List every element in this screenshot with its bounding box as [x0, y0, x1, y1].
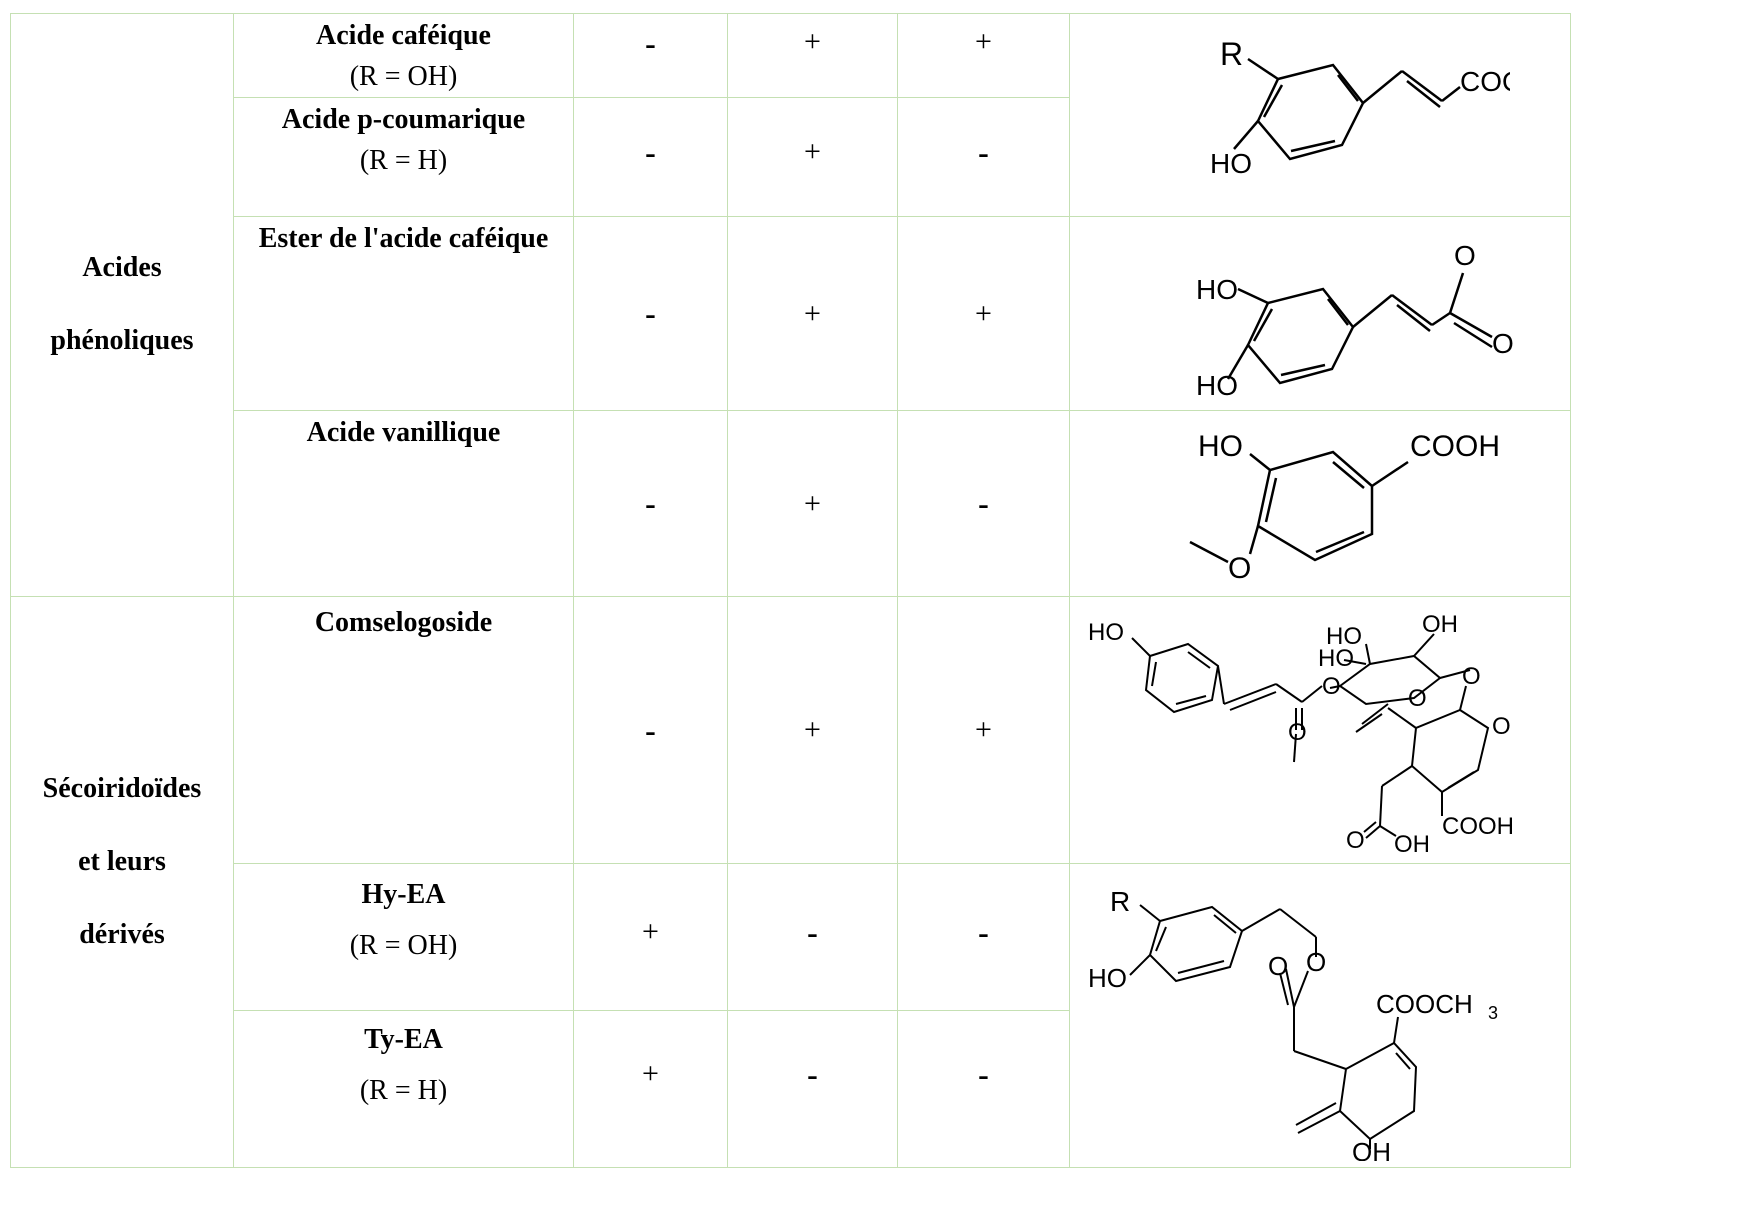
structure-label: O: [1288, 719, 1307, 746]
structure-label: O: [1492, 713, 1511, 740]
value-cell: -: [727, 1010, 898, 1169]
structure-label: HO: [1198, 430, 1243, 463]
structure-cell: HO HO O O: [1069, 216, 1571, 412]
structure-label: OH: [1394, 831, 1430, 858]
category-label: Sécoiridoïdes: [42, 772, 202, 804]
compound-name: Hy-EA: [361, 879, 446, 911]
compound-name-cell: Acide p-coumarique (R = H): [233, 97, 574, 218]
value-cell: -: [573, 216, 728, 412]
value-cell: -: [573, 596, 728, 865]
value-cell: -: [573, 97, 728, 218]
compound-name-cell: Acide caféique (R = OH): [233, 12, 574, 99]
category-label: et leurs: [78, 845, 166, 877]
value-cell: +: [727, 410, 898, 598]
structure-cell: HO HO OH HO O O O O O O OH COOH: [1069, 596, 1571, 865]
value-cell: +: [573, 1010, 728, 1169]
structure-label: HO: [1318, 645, 1354, 672]
compound-name-cell: Ty-EA (R = H): [233, 1010, 574, 1169]
structure-label: O: [1306, 947, 1326, 977]
value-cell: -: [573, 410, 728, 598]
structure-cell: HO COOH O: [1069, 410, 1571, 598]
value-cell: -: [573, 12, 728, 99]
value-cell: +: [897, 216, 1070, 412]
caffeic-acid-structure-icon: R COOH HO: [1210, 36, 1510, 179]
structure-cell: R HO O O COOCH 3 OH: [1069, 863, 1571, 1169]
hy-ty-ea-structure-icon: R HO O O COOCH 3 OH: [1088, 886, 1498, 1161]
table-row: Acides phénoliques Acide caféique (R = O…: [10, 12, 1571, 598]
compound-name: Ester de l'acide caféique: [258, 223, 549, 255]
value-cell: -: [727, 863, 898, 1012]
value-cell: +: [897, 596, 1070, 865]
category-label: dérivés: [79, 918, 165, 950]
category-cell: Sécoiridoïdes et leurs dérivés: [10, 596, 234, 1169]
structure-cell: R COOH HO: [1069, 12, 1571, 218]
structure-label: 3: [1488, 1003, 1498, 1023]
compounds-table: Acides phénoliques Acide caféique (R = O…: [10, 12, 1571, 1169]
value-cell: +: [727, 216, 898, 412]
structure-label: COOCH: [1376, 989, 1473, 1019]
compound-name: Acide caféique: [316, 20, 491, 51]
structure-label: O: [1322, 673, 1341, 700]
value-cell: +: [573, 863, 728, 1012]
value-cell: -: [897, 97, 1070, 218]
structure-label: R: [1110, 886, 1130, 917]
structure-label: O: [1492, 328, 1514, 359]
category-label: phénoliques: [50, 325, 194, 357]
structure-label: HO: [1196, 274, 1238, 305]
category-label: Acides: [82, 252, 162, 284]
value-cell: -: [897, 863, 1070, 1012]
structure-label: COOH: [1460, 66, 1510, 97]
value-cell: -: [897, 410, 1070, 598]
table-row: Sécoiridoïdes et leurs dérivés Comselogo…: [10, 596, 1571, 1169]
structure-label: HO: [1196, 370, 1238, 401]
caffeic-ester-structure-icon: HO HO O O: [1196, 240, 1514, 401]
value-cell: +: [727, 12, 898, 99]
structure-label: O: [1346, 827, 1365, 854]
structure-label: HO: [1088, 963, 1127, 993]
compound-name-cell: Hy-EA (R = OH): [233, 863, 574, 1012]
structure-label: O: [1462, 663, 1481, 690]
structure-label: OH: [1422, 611, 1458, 638]
structure-label: COOH: [1410, 430, 1500, 463]
structure-label: HO: [1210, 148, 1252, 179]
structure-label: O: [1268, 951, 1288, 981]
compound-name: Acide p-coumarique: [281, 104, 526, 136]
structure-label: OH: [1352, 1137, 1391, 1161]
value-cell: +: [727, 97, 898, 218]
structure-label: COOH: [1442, 813, 1514, 840]
compound-substituent: (R = OH): [349, 929, 458, 961]
category-cell: Acides phénoliques: [10, 12, 234, 598]
compound-substituent: (R = OH): [349, 60, 458, 92]
value-cell: +: [897, 12, 1070, 99]
structure-label: R: [1220, 36, 1243, 72]
table-container: Acides phénoliques Acide caféique (R = O…: [10, 12, 1571, 1169]
table-row: Hy-EA (R = OH) + - -: [11, 863, 1571, 1169]
value-cell: -: [897, 1010, 1070, 1169]
compound-name: Comselogoside: [314, 607, 493, 639]
structure-label: O: [1228, 552, 1251, 585]
table-row: Acide p-coumarique (R = H) - + -: [11, 97, 1571, 218]
vanillic-acid-structure-icon: HO COOH O: [1189, 430, 1500, 585]
structure-label: O: [1408, 685, 1427, 712]
compound-name-cell: Acide vanillique: [233, 410, 574, 598]
comselogoside-structure-icon: HO HO OH HO O O O O O O OH COOH: [1088, 611, 1514, 858]
structure-label: HO: [1088, 619, 1124, 646]
table-row: Acide vanillique - + - HO COOH O: [11, 410, 1571, 598]
structure-label: O: [1454, 240, 1476, 271]
table-row: Ty-EA (R = H) + - -: [11, 1010, 1571, 1169]
structure-label: HO: [1326, 623, 1362, 650]
compound-name-cell: Ester de l'acide caféique: [233, 216, 574, 412]
table-row: Ester de l'acide caféique - + +: [11, 216, 1571, 412]
compound-name-cell: Comselogoside: [233, 596, 574, 865]
compound-substituent: (R = H): [359, 144, 448, 176]
value-cell: +: [727, 596, 898, 865]
compound-name: Acide vanillique: [306, 417, 501, 449]
compound-name: Ty-EA: [364, 1024, 443, 1056]
compound-substituent: (R = H): [359, 1074, 448, 1106]
